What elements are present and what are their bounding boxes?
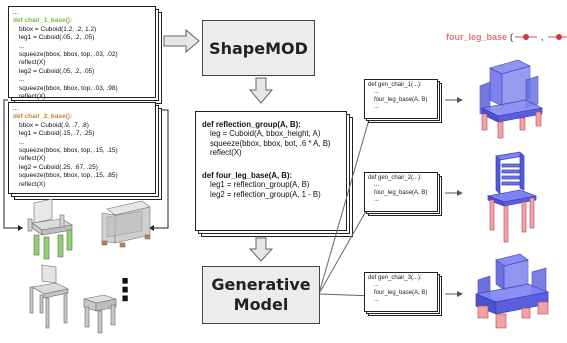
arrow-down-1 bbox=[248, 77, 274, 104]
program-2-line: ... bbox=[19, 138, 25, 146]
gen-card-1: def gen_chair_1(...): ... four_leg_base(… bbox=[364, 79, 438, 119]
generative-label-line-1: Generative bbox=[211, 275, 311, 294]
program-1-body: bbox = Cuboid(1.2, .2, 1.2) leg1 = Cuboi… bbox=[13, 26, 151, 102]
program-1-line: ... bbox=[19, 42, 25, 50]
abstraction-line: leg = Cuboid(A, bbox_height, A) bbox=[210, 129, 321, 139]
program-2-line: squeeze(bbox, bbox, top, .15, .15) bbox=[19, 147, 118, 155]
generated-chair-1 bbox=[479, 59, 544, 139]
shapemod-box: ShapeMOD bbox=[202, 20, 315, 76]
gen-card-3: def gen_chair_3(...): ... four_leg_base(… bbox=[364, 272, 438, 312]
program-1-line: reflect(X) bbox=[19, 59, 46, 67]
program-card-2: ... def chair_2_base(): bbox = Cuboid(.9… bbox=[8, 102, 156, 197]
program-2-line: squeeze(bbox, bbox, top, .15, .85) bbox=[19, 172, 118, 180]
gen-1-dots: ... bbox=[374, 89, 380, 96]
program-2-line: bbox = Cuboid(.9, .7, .8) bbox=[19, 121, 89, 129]
arrow-to-shapemod bbox=[163, 28, 200, 54]
legend-open-paren: ( bbox=[510, 32, 514, 42]
library-card: def reflection_group(A, B): leg = Cuboid… bbox=[195, 111, 347, 231]
chair-4-shape bbox=[82, 294, 118, 334]
program-2-line: leg1 = Cuboid(.15, .7, .25) bbox=[19, 130, 95, 138]
gen-2-header: def gen_chair_2(...): bbox=[368, 175, 422, 181]
chair-3-shape bbox=[29, 264, 69, 329]
abstraction-body: leg = Cuboid(A, bbox_height, A) squeeze(… bbox=[202, 129, 340, 157]
generative-label-line-2: Model bbox=[233, 295, 289, 314]
program-card-1: ... def chair_1_base(): bbox = Cuboid(1.… bbox=[8, 6, 156, 108]
program-1-line: leg2 = Cuboid(.05, .2, .05) bbox=[19, 67, 95, 75]
program-2-body: bbox = Cuboid(.9, .7, .8) leg1 = Cuboid(… bbox=[13, 122, 151, 189]
program-2-header: def chair_2_base(): bbox=[13, 113, 73, 121]
legend-leg-icon-b bbox=[547, 34, 567, 40]
gen-3-dots-2: ... bbox=[374, 296, 380, 303]
gen-1-dots-2: ... bbox=[374, 103, 380, 110]
program-1-line: bbox = Cuboid(1.2, .2, 1.2) bbox=[19, 25, 97, 33]
generated-chair-2 bbox=[486, 151, 538, 243]
macro-body: leg1 = reflection_group(A, B) leg2 = ref… bbox=[202, 180, 340, 199]
program-2-line: reflect(X) bbox=[19, 155, 46, 163]
legend-comma: , bbox=[541, 32, 544, 42]
program-1-line: reflect(X) bbox=[19, 93, 46, 101]
training-shapes-illustration bbox=[27, 198, 151, 334]
macro-line: leg1 = reflection_group(A, B) bbox=[210, 180, 310, 190]
program-1-line: squeeze(bbox, bbox, top, .03, .98) bbox=[19, 84, 118, 92]
macro-line: leg2 = reflection_group(A, 1 - B) bbox=[210, 189, 321, 199]
gen-2-call: four_leg_base(A, B) bbox=[374, 189, 428, 196]
generated-chair-3 bbox=[474, 253, 550, 329]
gen-3-header: def gen_chair_3(...): bbox=[368, 275, 422, 281]
program-1-line: squeeze(bbox, bbox, top, .03, .02) bbox=[19, 51, 118, 59]
gen-3-call: four_leg_base(A, B) bbox=[374, 289, 428, 296]
gen-3-dots: ... bbox=[374, 282, 380, 289]
abstraction-line: reflect(X) bbox=[210, 147, 242, 157]
program-2-line: leg2 = Cuboid(.25, .67, .25) bbox=[19, 163, 98, 171]
abstraction-line: squeeze(bbox, bbox, bot, .6 * A, B) bbox=[210, 138, 331, 148]
legend: four_leg_base ( , ) bbox=[446, 30, 567, 44]
gen-1-header: def gen_chair_1(...): bbox=[368, 82, 422, 88]
program-1-header: def chair_1_base(): bbox=[13, 17, 73, 25]
macro-header: def four_leg_base(A, B): bbox=[202, 171, 293, 181]
gen-card-2: def gen_chair_2(...): ... four_leg_base(… bbox=[364, 172, 438, 212]
legend-leg-icon-a bbox=[515, 34, 538, 40]
program-1-line: ... bbox=[19, 76, 25, 84]
program-2-dots-top: ... bbox=[13, 105, 19, 112]
generative-model-box: Generative Model bbox=[202, 266, 320, 324]
legend-label: four_leg_base bbox=[446, 32, 508, 42]
gen-1-call: four_leg_base(A, B) bbox=[374, 96, 428, 103]
shapemod-label: ShapeMOD bbox=[209, 38, 308, 58]
program-1-dots-top: ... bbox=[13, 9, 19, 16]
more-shapes-ellipsis: ⋮ bbox=[110, 273, 140, 308]
program-2-dots-bottom: ... bbox=[13, 189, 19, 197]
abstraction-header: def reflection_group(A, B): bbox=[202, 120, 301, 129]
arrow-down-2 bbox=[248, 237, 274, 262]
gen-2-dots: ... bbox=[374, 182, 380, 189]
chair-1-shape bbox=[27, 198, 73, 260]
program-1-line: leg1 = Cuboid(.05, .2, .05) bbox=[19, 34, 95, 42]
chair-2-shape bbox=[101, 200, 151, 248]
program-2-line: reflect(X) bbox=[19, 180, 46, 188]
gen-2-dots-2: ... bbox=[374, 196, 380, 203]
